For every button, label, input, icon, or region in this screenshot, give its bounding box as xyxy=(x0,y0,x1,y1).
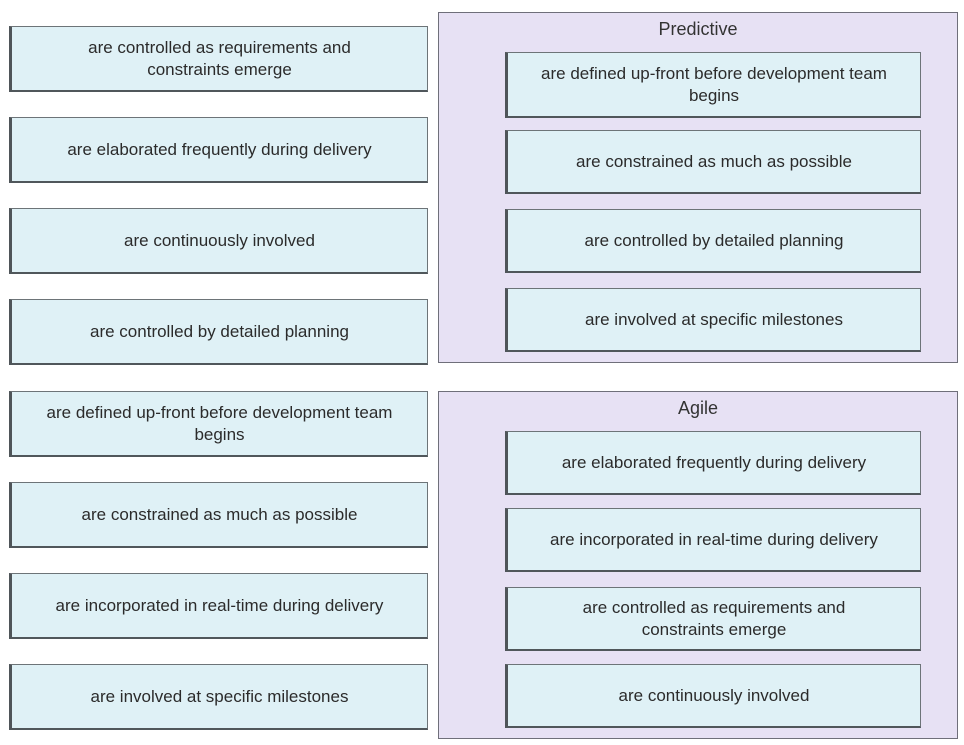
source-item-label: are involved at specific milestones xyxy=(90,686,349,706)
predictive-item[interactable]: are defined up-front before development … xyxy=(505,52,921,118)
predictive-item-label: are defined up-front before development … xyxy=(541,63,887,105)
agile-title: Agile xyxy=(677,398,719,418)
predictive-item[interactable]: are involved at specific milestones xyxy=(505,288,921,352)
source-item-label: are elaborated frequently during deliver… xyxy=(67,139,372,159)
source-item-label: are constrained as much as possible xyxy=(81,504,358,524)
agile-item[interactable]: are elaborated frequently during deliver… xyxy=(505,431,921,495)
source-item[interactable]: are constrained as much as possible xyxy=(9,482,428,548)
source-item-label: are controlled as requirements and const… xyxy=(88,37,351,79)
source-item[interactable]: are elaborated frequently during deliver… xyxy=(9,117,428,183)
agile-item[interactable]: are controlled as requirements and const… xyxy=(505,587,921,651)
source-item[interactable]: are involved at specific milestones xyxy=(9,664,428,730)
agile-item[interactable]: are incorporated in real-time during del… xyxy=(505,508,921,572)
predictive-item[interactable]: are constrained as much as possible xyxy=(505,130,921,194)
predictive-item[interactable]: are controlled by detailed planning xyxy=(505,209,921,273)
predictive-item-label: are constrained as much as possible xyxy=(576,151,852,171)
source-item[interactable]: are controlled as requirements and const… xyxy=(9,26,428,92)
agile-item[interactable]: are continuously involved xyxy=(505,664,921,728)
source-item-label: are incorporated in real-time during del… xyxy=(55,595,384,615)
source-item-label: are controlled by detailed planning xyxy=(90,321,349,341)
predictive-item-label: are controlled by detailed planning xyxy=(584,230,844,250)
source-item[interactable]: are incorporated in real-time during del… xyxy=(9,573,428,639)
agile-item-label: are elaborated frequently during deliver… xyxy=(561,452,867,472)
predictive-title: Predictive xyxy=(658,19,738,39)
source-item[interactable]: are controlled by detailed planning xyxy=(9,299,428,365)
source-item[interactable]: are defined up-front before development … xyxy=(9,391,428,457)
source-item-label: are defined up-front before development … xyxy=(46,402,393,444)
agile-item-label: are continuously involved xyxy=(618,685,810,705)
agile-item-label: are controlled as requirements and const… xyxy=(582,597,846,639)
source-item[interactable]: are continuously involved xyxy=(9,208,428,274)
agile-item-label: are incorporated in real-time during del… xyxy=(550,529,878,549)
source-item-label: are continuously involved xyxy=(124,230,315,250)
predictive-item-label: are involved at specific milestones xyxy=(585,309,843,329)
